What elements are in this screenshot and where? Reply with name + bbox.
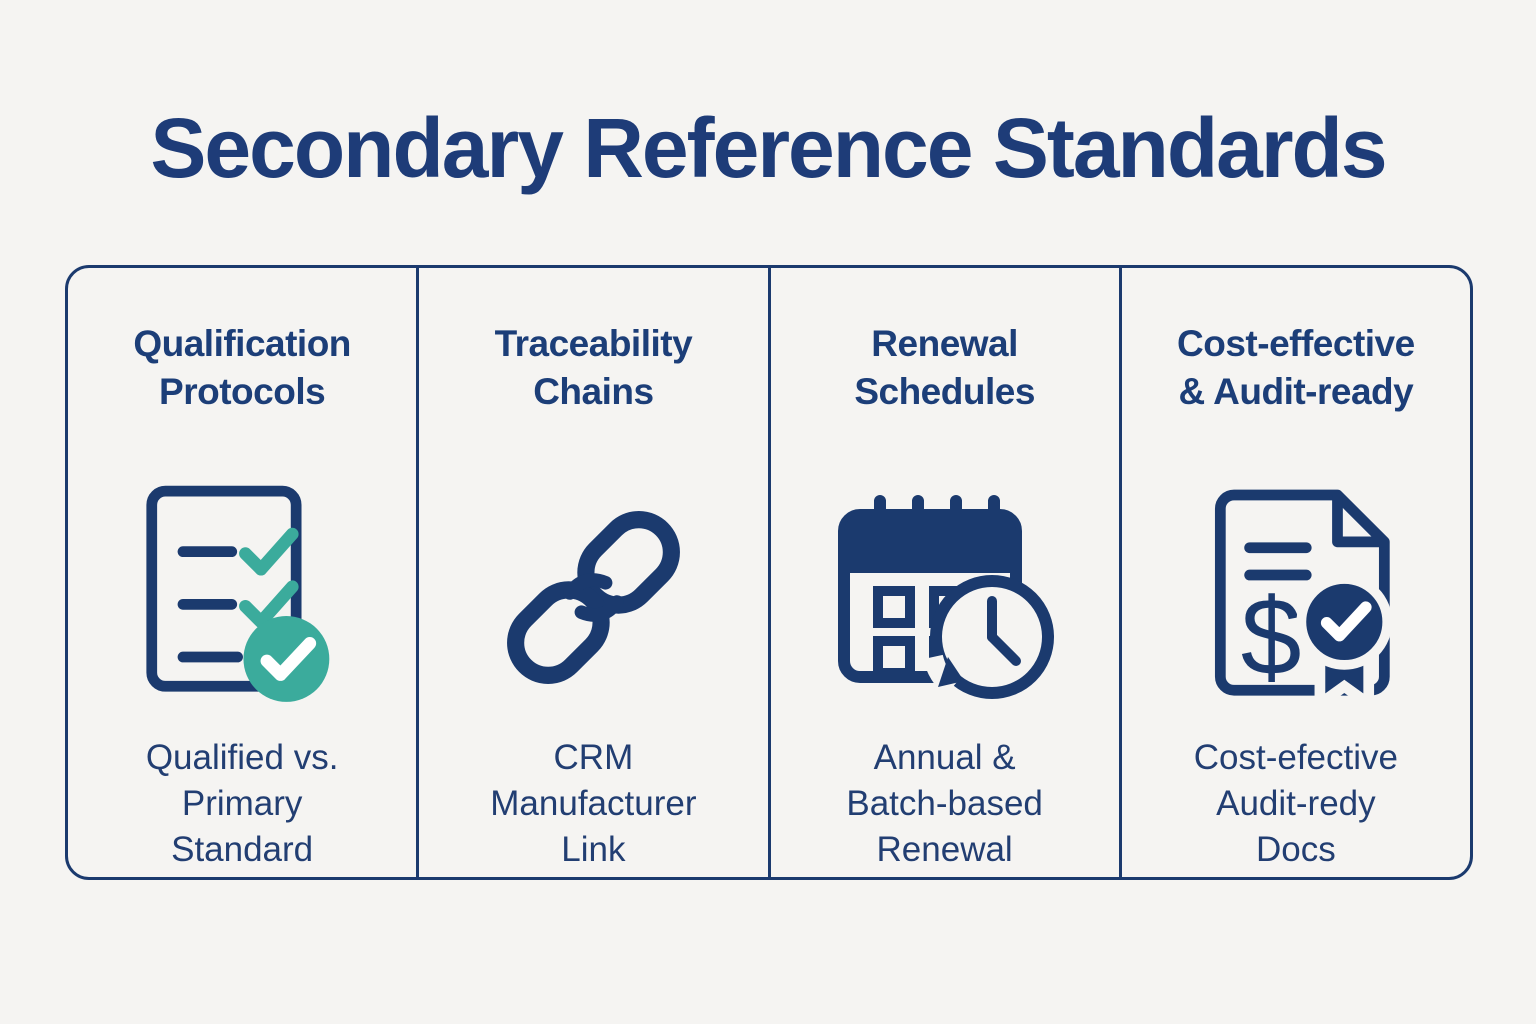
column-description: Qualified vs. Primary Standard xyxy=(145,738,339,870)
column-qualification-protocols: Qualification Protocols Qualified vs. Pr… xyxy=(68,268,416,877)
certificate-dollar-icon: $ xyxy=(1193,470,1398,725)
column-traceability-chains: Traceability Chains CRM Manufacturer Lin… xyxy=(416,268,767,877)
column-heading: Qualification Protocols xyxy=(133,323,351,413)
chain-link-icon xyxy=(486,470,701,725)
column-description: Annual & Batch-based Renewal xyxy=(846,738,1043,870)
column-description: CRM Manufacturer Link xyxy=(490,738,697,870)
column-heading: Cost-effective & Audit-ready xyxy=(1177,323,1415,413)
calendar-renewal-icon xyxy=(830,470,1060,725)
column-cost-effective-audit-ready: Cost-effective & Audit-ready $ Cost-efec… xyxy=(1118,268,1470,877)
checklist-icon xyxy=(142,470,342,725)
svg-text:$: $ xyxy=(1241,577,1302,699)
column-heading: Traceability Chains xyxy=(494,323,693,413)
column-renewal-schedules: Renewal Schedules Annual & Batch-based R… xyxy=(767,268,1119,877)
feature-panel: Qualification Protocols Qualified vs. Pr… xyxy=(65,265,1473,880)
page-title: Secondary Reference Standards xyxy=(150,101,1387,195)
column-heading: Renewal Schedules xyxy=(854,323,1035,413)
column-description: Cost-efective Audit-redy Docs xyxy=(1193,738,1398,870)
